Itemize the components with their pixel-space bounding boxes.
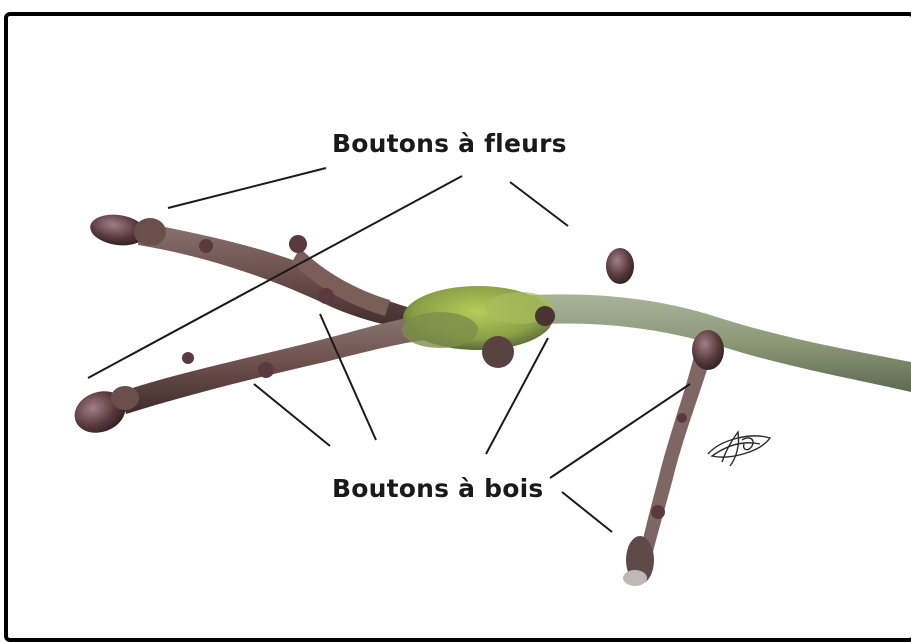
signature (708, 432, 770, 466)
label-wood-buds: Boutons à bois (332, 474, 543, 503)
upper-twig (138, 222, 420, 330)
branch-photo (0, 0, 911, 628)
descending-twig (640, 338, 716, 556)
bud-top-right (606, 248, 634, 284)
label-flower-buds: Boutons à fleurs (332, 129, 567, 158)
node-knob (482, 336, 514, 368)
